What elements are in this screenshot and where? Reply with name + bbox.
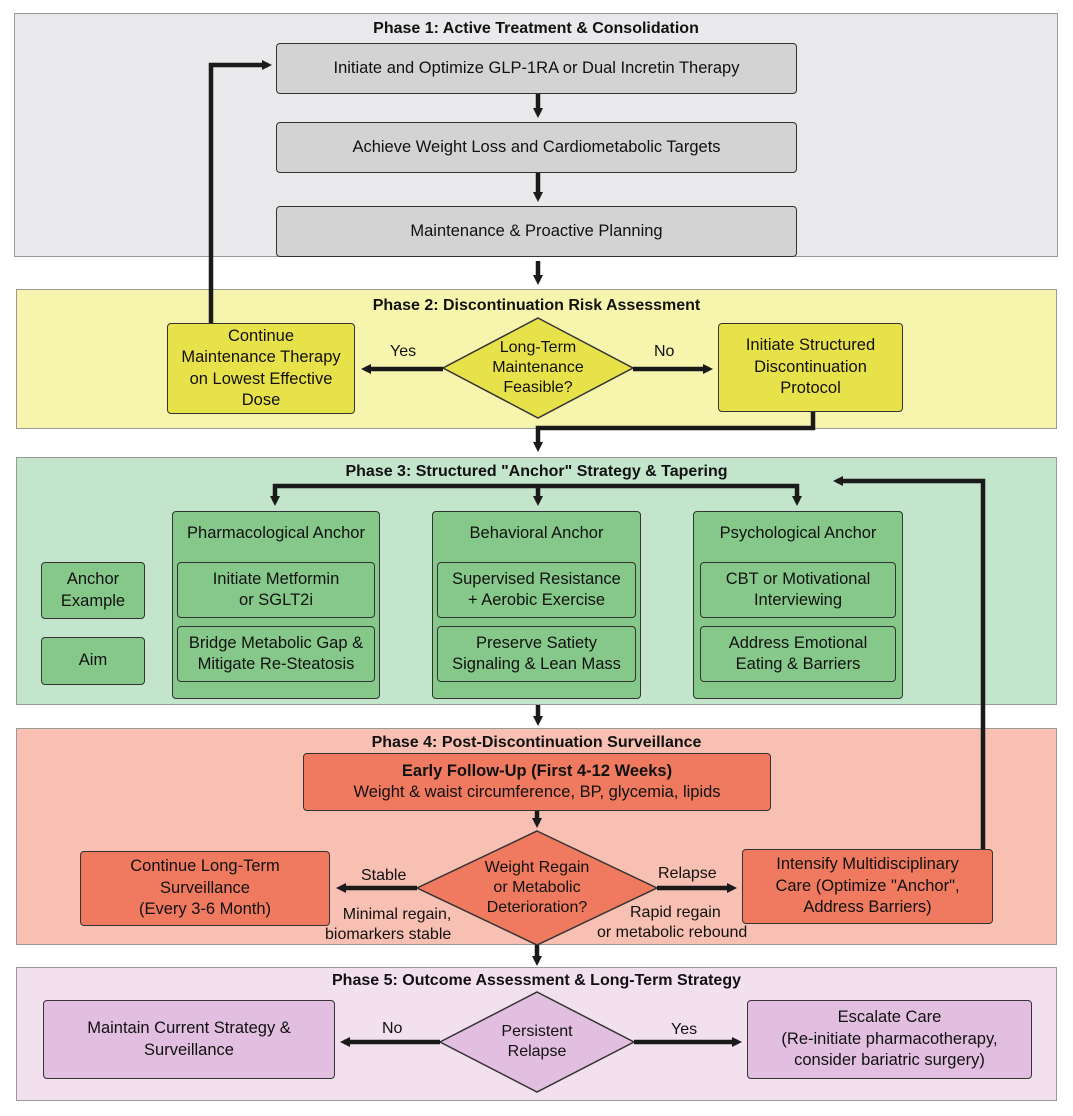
escalate-care-box: Escalate Care (Re-initiate pharmacothera… [747,1000,1032,1079]
regain-line-3: Deterioration? [486,899,588,916]
achieve-targets-text: Achieve Weight Loss and Cardiometabolic … [352,137,721,156]
relapse-note-line-1: Rapid regain [630,904,721,921]
continue-maintenance-line-3: on Lowest Effective [189,369,333,388]
early-followup-detail: Weight & waist circumference, BP, glycem… [353,783,721,801]
pharmacological-example-line-1: Initiate Metformin [212,569,340,588]
initiate-discontinuation-line-2: Discontinuation [754,357,867,376]
relapse-line-2: Relapse [507,1043,567,1060]
relapse-label: Relapse [658,865,717,882]
continue-maintenance-box: Continue Maintenance Therapy on Lowest E… [167,323,355,414]
feasibility-line-1: Long-Term [499,339,577,356]
intensify-care-box: Intensify Multidisciplinary Care (Optimi… [742,849,993,924]
phase-1-title: Phase 1: Active Treatment & Consolidatio… [373,20,699,37]
continue-maintenance-line-1: Continue [227,326,295,345]
phase5-no-label: No [382,1020,403,1037]
early-followup-title: Early Follow-Up (First 4-12 Weeks) [401,761,673,780]
psychological-example-line-2: Interviewing [753,591,843,609]
escalate-care-line-2: (Re-initiate pharmacotherapy, [781,1029,998,1048]
continue-surveillance-line-2: Surveillance [160,878,250,897]
maintenance-planning-box: Maintenance & Proactive Planning [276,206,797,257]
regain-line-2: or Metabolic [493,879,581,896]
feasibility-diamond-text: Long-Term Maintenance Feasible? [458,334,618,402]
initiate-therapy-box: Initiate and Optimize GLP-1RA or Dual In… [276,43,797,94]
intensify-care-line-2: Care (Optimize "Anchor", [775,876,960,895]
stable-note-line-1: Minimal regain, [342,906,452,923]
continue-maintenance-line-4: Dose [241,390,281,409]
relapse-line-1: Persistent [501,1023,573,1040]
feasibility-line-3: Feasible? [503,379,573,396]
continue-surveillance-line-1: Continue Long-Term [130,857,280,876]
feasibility-line-2: Maintenance [492,359,584,376]
behavioral-aim-box: Preserve Satiety Signaling & Lean Mass [437,626,636,682]
intensify-care-line-3: Address Barriers) [803,898,932,917]
stable-note-line-2: biomarkers stable [325,926,452,943]
continue-surveillance-line-3: (Every 3-6 Month) [138,900,272,919]
escalate-care-line-1: Escalate Care [837,1008,942,1027]
legend-anchor-example-line-1: Anchor [66,570,120,589]
phase-2-title: Phase 2: Discontinuation Risk Assessment [372,297,701,314]
regain-diamond-text: Weight Regain or Metabolic Deterioration… [447,853,627,923]
legend-anchor-example: Anchor Example [41,562,145,619]
legend-anchor-example-line-2: Example [60,591,126,610]
maintenance-planning-text: Maintenance & Proactive Planning [410,221,663,240]
legend-aim-text: Aim [78,651,108,670]
behavioral-aim-line-1: Preserve Satiety [475,633,598,652]
behavioral-anchor-title: Behavioral Anchor [469,524,604,542]
stable-label: Stable [361,867,407,884]
regain-line-1: Weight Regain [484,859,590,876]
psychological-aim-line-1: Address Emotional [728,633,868,652]
relapse-diamond-text: Persistent Relapse [467,1018,607,1066]
behavioral-example-line-2: + Aerobic Exercise [467,591,606,609]
initiate-discontinuation-box: Initiate Structured Discontinuation Prot… [718,323,903,412]
pharmacological-aim-line-2: Mitigate Re-Steatosis [197,655,355,673]
achieve-targets-box: Achieve Weight Loss and Cardiometabolic … [276,122,797,173]
escalate-care-line-3: consider bariatric surgery) [794,1051,985,1070]
stable-note: Minimal regain, biomarkers stable [325,905,451,945]
phase2-yes-label: Yes [390,343,417,360]
early-followup-box: Early Follow-Up (First 4-12 Weeks) Weigh… [303,753,771,811]
continue-surveillance-box: Continue Long-Term Surveillance (Every 3… [80,851,330,926]
maintain-strategy-box: Maintain Current Strategy & Surveillance [43,1000,335,1079]
continue-maintenance-line-2: Maintenance Therapy [181,348,341,367]
pharmacological-example-line-2: or SGLT2i [239,591,313,609]
maintain-strategy-line-1: Maintain Current Strategy & [87,1019,291,1038]
legend-aim: Aim [41,637,145,685]
intensify-care-line-1: Intensify Multidisciplinary [776,855,959,874]
phase5-yes-label: Yes [671,1021,698,1038]
relapse-diamond [438,991,636,1093]
pharmacological-aim-line-1: Bridge Metabolic Gap & [188,633,364,652]
phase-5-title: Phase 5: Outcome Assessment & Long-Term … [332,972,741,989]
relapse-note-line-2: or metabolic rebound [597,924,748,941]
relapse-note: Rapid regain or metabolic rebound [597,903,747,943]
initiate-discontinuation-line-3: Protocol [780,379,841,398]
behavioral-example-box: Supervised Resistance + Aerobic Exercise [437,562,636,618]
psychological-aim-line-2: Eating & Barriers [735,655,861,673]
phase2-no-label: No [654,343,675,360]
initiate-therapy-text: Initiate and Optimize GLP-1RA or Dual In… [333,58,740,77]
phase-4-title: Phase 4: Post-Discontinuation Surveillan… [371,734,702,751]
pharmacological-aim-box: Bridge Metabolic Gap & Mitigate Re-Steat… [177,626,375,682]
psychological-example-line-1: CBT or Motivational [725,569,871,588]
maintain-strategy-line-2: Surveillance [144,1040,234,1059]
initiate-discontinuation-line-1: Initiate Structured [745,336,876,355]
behavioral-aim-line-2: Signaling & Lean Mass [452,655,621,673]
pharmacological-example-box: Initiate Metformin or SGLT2i [177,562,375,618]
pharmacological-anchor-title: Pharmacological Anchor [187,524,365,542]
phase-3-title: Phase 3: Structured "Anchor" Strategy & … [345,463,728,480]
behavioral-example-line-1: Supervised Resistance [452,569,621,588]
